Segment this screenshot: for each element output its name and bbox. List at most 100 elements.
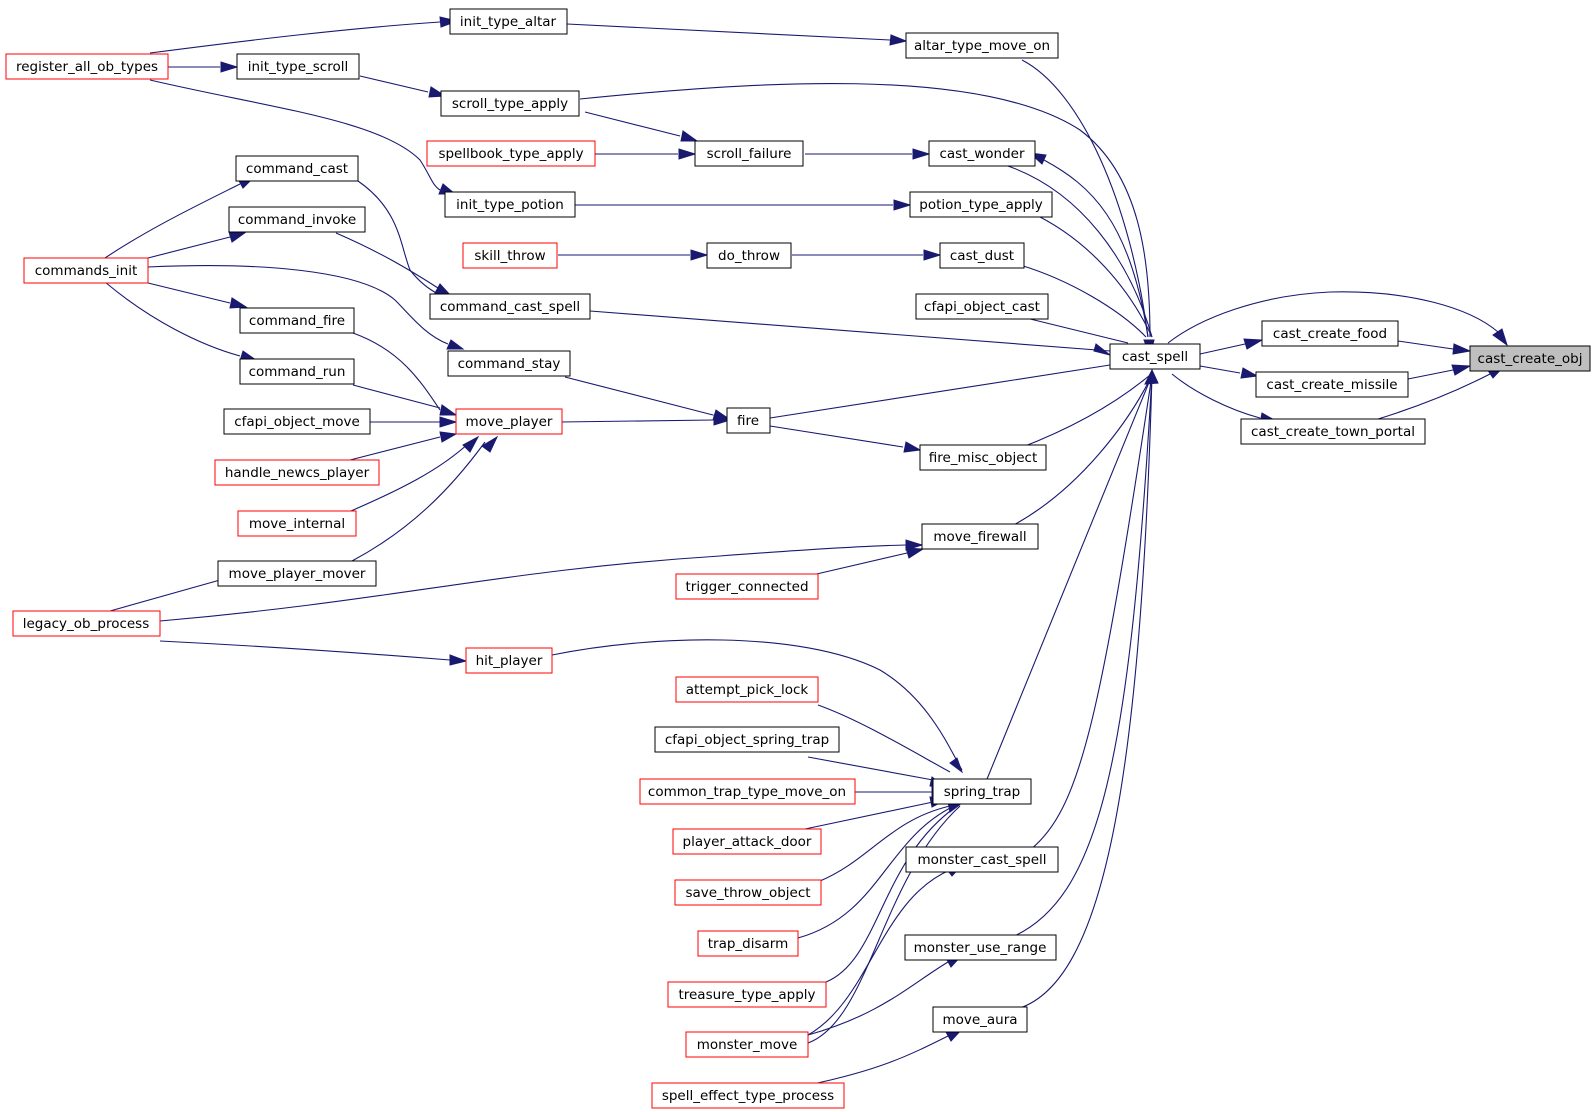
node-do-throw[interactable]: do_throw <box>706 242 792 269</box>
arrowhead-icon <box>229 297 248 309</box>
node-scroll-type-apply[interactable]: scroll_type_apply <box>440 90 580 117</box>
edge-commandsinit-cmdrun <box>104 281 241 357</box>
edge-commandsinit-cmdstay <box>147 265 449 345</box>
node-cast-spell[interactable]: cast_spell <box>1109 343 1201 370</box>
node-label: hit_player <box>476 653 543 669</box>
node-label: cfapi_object_spring_trap <box>665 732 829 748</box>
node-label: command_fire <box>249 313 345 329</box>
node-cfapi-object-move[interactable]: cfapi_object_move <box>223 408 371 435</box>
node-attempt-pick-lock[interactable]: attempt_pick_lock <box>675 676 819 703</box>
node-label: cfapi_object_move <box>234 414 360 430</box>
node-commands-init[interactable]: commands_init <box>23 257 149 284</box>
node-monster-move[interactable]: monster_move <box>685 1031 809 1058</box>
node-player-attack-door[interactable]: player_attack_door <box>672 828 822 855</box>
node-command-run[interactable]: command_run <box>239 358 355 385</box>
node-spellbook-type-apply[interactable]: spellbook_type_apply <box>426 140 596 167</box>
node-label: cast_wonder <box>939 146 1025 162</box>
node-cast-create-town-portal[interactable]: cast_create_town_portal <box>1240 418 1426 445</box>
node-command-cast[interactable]: command_cast <box>235 155 359 182</box>
node-label: cast_create_obj <box>1478 351 1583 367</box>
node-treasure-type-apply[interactable]: treasure_type_apply <box>667 981 827 1008</box>
node-label: move_player <box>466 414 553 430</box>
arrowhead-icon <box>462 435 480 453</box>
node-move-player-mover[interactable]: move_player_mover <box>217 560 377 587</box>
node-move-internal[interactable]: move_internal <box>237 510 357 537</box>
edge-spell-portal <box>1171 373 1261 419</box>
node-handle-newcs-player[interactable]: handle_newcs_player <box>214 459 380 486</box>
arrowhead-icon <box>439 431 458 443</box>
node-command-stay[interactable]: command_stay <box>447 350 571 377</box>
arrowhead-icon <box>1093 343 1111 356</box>
node-label: do_throw <box>718 248 780 264</box>
node-fire[interactable]: fire <box>726 407 771 434</box>
node-monster-use-range[interactable]: monster_use_range <box>904 934 1057 961</box>
node-spring-trap[interactable]: spring_trap <box>932 778 1032 805</box>
node-label: command_invoke <box>238 212 356 228</box>
node-label: skill_throw <box>474 248 545 264</box>
node-label: attempt_pick_lock <box>686 682 809 698</box>
node-scroll-failure[interactable]: scroll_failure <box>694 140 804 167</box>
node-label: cast_create_food <box>1273 326 1387 342</box>
node-cfapi-object-cast[interactable]: cfapi_object_cast <box>915 293 1049 320</box>
node-label: treasure_type_apply <box>678 987 815 1003</box>
node-label: commands_init <box>35 263 138 279</box>
node-label: move_aura <box>942 1012 1017 1028</box>
node-label: command_cast <box>246 161 348 177</box>
node-init-type-scroll[interactable]: init_type_scroll <box>236 53 360 80</box>
edge-aura-spell <box>1019 374 1153 1009</box>
node-cast-create-missile[interactable]: cast_create_missile <box>1255 371 1409 398</box>
node-common-trap-type-move-on[interactable]: common_trap_type_move_on <box>639 778 856 805</box>
node-move-player[interactable]: move_player <box>455 408 563 435</box>
arrowhead-icon <box>439 16 459 28</box>
edge-cfapicast-spell <box>1021 316 1129 344</box>
node-move-firewall[interactable]: move_firewall <box>921 523 1039 550</box>
node-cast-create-food[interactable]: cast_create_food <box>1261 320 1399 347</box>
arrowhead-icon <box>903 441 922 453</box>
node-init-type-potion[interactable]: init_type_potion <box>444 191 576 218</box>
node-fire-misc-object[interactable]: fire_misc_object <box>919 444 1047 471</box>
arrowhead-icon <box>1451 364 1472 376</box>
node-monster-cast-spell[interactable]: monster_cast_spell <box>905 846 1059 873</box>
node-init-type-altar[interactable]: init_type_altar <box>449 8 568 35</box>
node-label: spell_effect_type_process <box>662 1088 834 1104</box>
edges <box>104 16 1508 1086</box>
node-label: cast_spell <box>1122 349 1188 365</box>
edge-trigger-firewall <box>807 552 908 577</box>
node-save-throw-object[interactable]: save_throw_object <box>674 879 822 906</box>
edge-legacy-mover <box>109 579 221 612</box>
edge-cmdfire-moveplayer <box>352 332 441 411</box>
node-trap-disarm[interactable]: trap_disarm <box>697 930 799 957</box>
arrowhead-icon <box>680 130 699 142</box>
arrowhead-icon <box>220 61 239 73</box>
node-command-invoke[interactable]: command_invoke <box>228 206 366 233</box>
node-command-cast-spell[interactable]: command_cast_spell <box>429 293 591 320</box>
edge-commandsinit-cmdcast <box>104 183 241 259</box>
arrowhead-icon <box>1452 343 1472 355</box>
edge-firewall-spell <box>1009 374 1153 528</box>
node-label: monster_use_range <box>914 940 1047 956</box>
node-label: cast_create_missile <box>1266 377 1397 393</box>
node-trigger-connected[interactable]: trigger_connected <box>675 573 819 600</box>
node-move-aura[interactable]: move_aura <box>932 1006 1028 1033</box>
node-altar-type-move-on[interactable]: altar_type_move_on <box>905 32 1059 59</box>
node-skill-throw[interactable]: skill_throw <box>462 242 558 269</box>
node-label: cast_dust <box>950 248 1014 264</box>
edge-door-springtrap <box>804 801 934 830</box>
node-label: potion_type_apply <box>919 197 1043 213</box>
edge-register-initpotion <box>149 79 441 191</box>
node-label: handle_newcs_player <box>225 465 370 481</box>
node-potion-type-apply[interactable]: potion_type_apply <box>909 191 1053 218</box>
node-legacy-ob-process[interactable]: legacy_ob_process <box>12 610 161 637</box>
node-label: scroll_type_apply <box>452 96 568 112</box>
node-command-fire[interactable]: command_fire <box>239 307 355 334</box>
edge-monstermove-monstercast <box>807 869 951 1036</box>
node-cast-dust[interactable]: cast_dust <box>939 242 1025 269</box>
node-label: spellbook_type_apply <box>438 146 583 162</box>
node-hit-player[interactable]: hit_player <box>465 647 553 674</box>
node-cfapi-object-spring-trap[interactable]: cfapi_object_spring_trap <box>654 726 840 753</box>
node-register-all-ob-types[interactable]: register_all_ob_types <box>5 53 169 80</box>
node-cast-wonder[interactable]: cast_wonder <box>928 140 1036 167</box>
node-spell-effect-type-process[interactable]: spell_effect_type_process <box>651 1082 845 1109</box>
node-label: fire_misc_object <box>929 450 1038 466</box>
